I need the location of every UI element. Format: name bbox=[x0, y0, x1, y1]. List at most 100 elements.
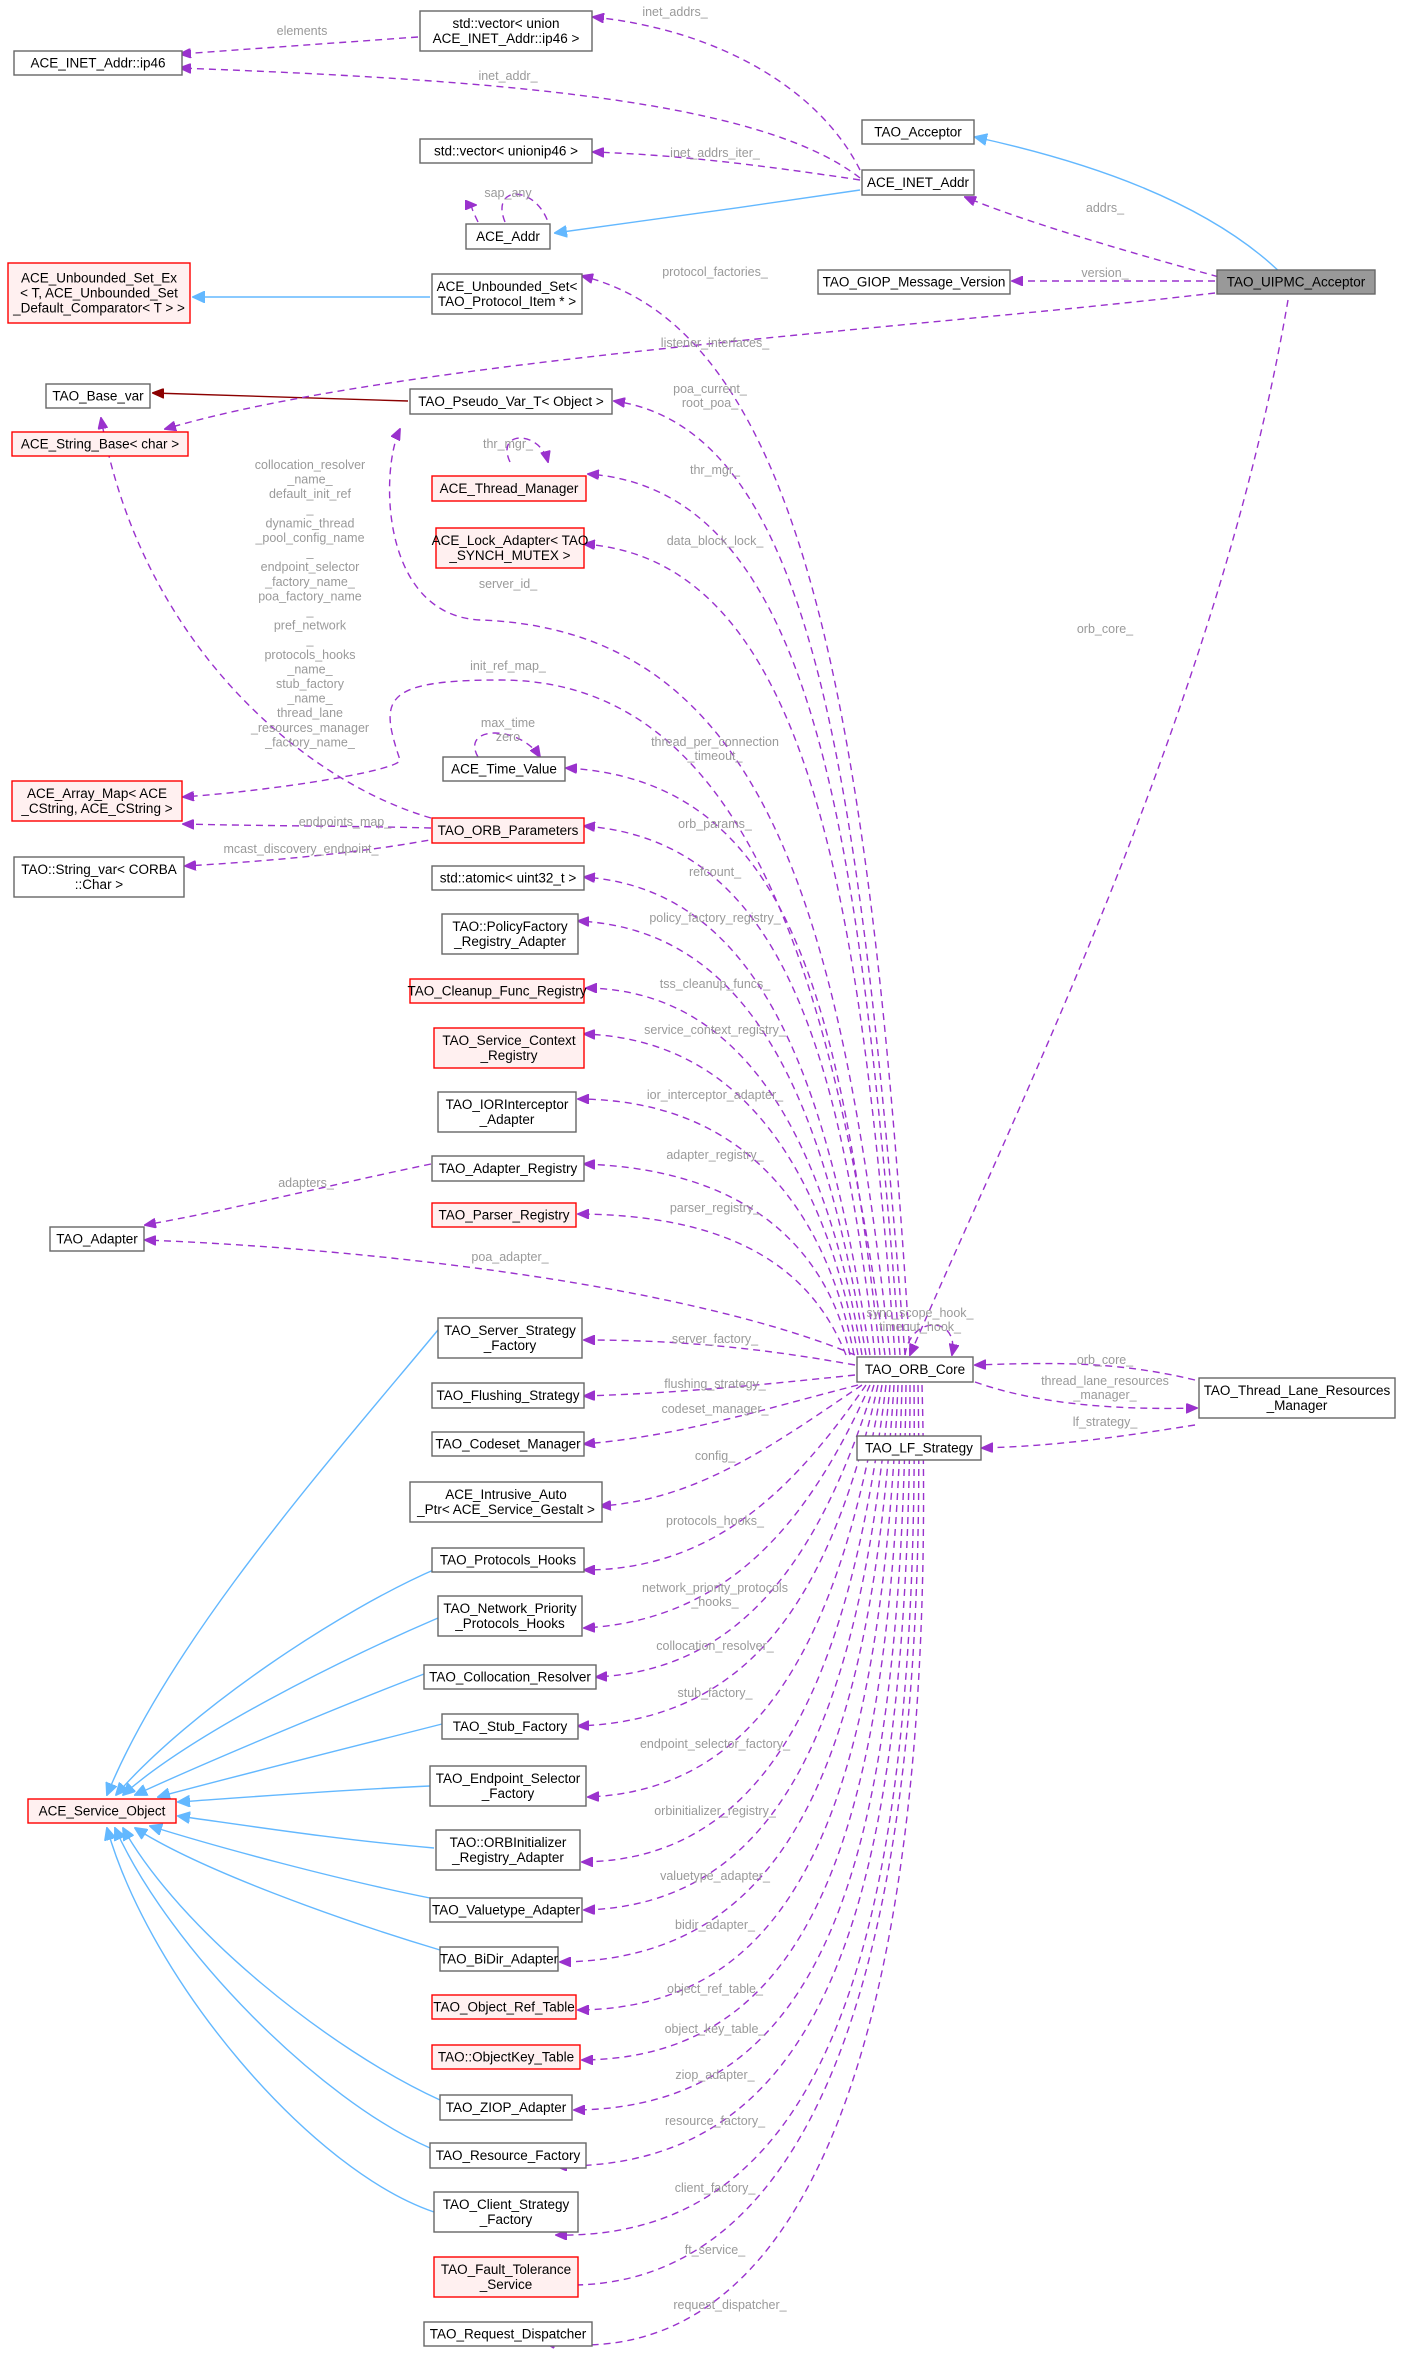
edge-label-ior-interceptor-adapter: ior_interceptor_adapter_ bbox=[647, 1088, 784, 1102]
class-node-tao-network-priority-protocols-hooks[interactable]: TAO_Network_Priority_Protocols_Hooks bbox=[437, 1595, 583, 1637]
edge-label-string-base-list: _factory_name_ bbox=[264, 735, 356, 749]
class-node-ace-array-map[interactable]: ACE_Array_Map< ACE_CString, ACE_CString … bbox=[11, 780, 183, 822]
node-label: TAO_Endpoint_Selector bbox=[436, 1771, 581, 1786]
edge-label-hooks-self: sync_scope_hook_ bbox=[866, 1306, 974, 1320]
class-node-ace-time-value[interactable]: ACE_Time_Value bbox=[442, 756, 566, 782]
node-label: ACE_INET_Addr bbox=[867, 175, 970, 190]
edge-orb-core-to-cleanup-func bbox=[586, 988, 863, 1356]
class-node-tao-object-ref-table[interactable]: TAO_Object_Ref_Table bbox=[431, 1994, 577, 2020]
class-node-std-atomic[interactable]: std::atomic< uint32_t > bbox=[431, 865, 585, 891]
class-node-tao-service-context-registry[interactable]: TAO_Service_Context_Registry bbox=[433, 1027, 585, 1069]
class-node-tao-collocation-resolver[interactable]: TAO_Collocation_Resolver bbox=[423, 1664, 597, 1690]
class-node-objectkey-table[interactable]: TAO::ObjectKey_Table bbox=[431, 2044, 581, 2070]
node-box bbox=[431, 817, 585, 844]
node-box bbox=[442, 756, 566, 782]
edge-labels-layer: inet_addrs_elementsinet_addr_inet_addrs_… bbox=[224, 5, 1169, 2312]
edge-label-string-base-list: thread_lane bbox=[277, 706, 343, 720]
class-node-tao-acceptor[interactable]: TAO_Acceptor bbox=[861, 119, 975, 145]
class-node-ace-lock-adapter[interactable]: ACE_Lock_Adapter< TAO_SYNCH_MUTEX > bbox=[432, 527, 589, 569]
class-node-tao-adapter-registry[interactable]: TAO_Adapter_Registry bbox=[431, 1155, 585, 1182]
class-node-tao-fault-tolerance-service[interactable]: TAO_Fault_Tolerance_Service bbox=[433, 2256, 579, 2298]
node-box bbox=[1216, 269, 1376, 295]
class-node-tao-stub-factory[interactable]: TAO_Stub_Factory bbox=[441, 1713, 579, 1740]
edge-orb-core-to-collocation-resolver bbox=[596, 1384, 875, 1677]
class-node-tao-pseudo-var-t[interactable]: TAO_Pseudo_Var_T< Object > bbox=[409, 388, 613, 415]
edge-orb-core-to-parser-registry bbox=[578, 1214, 847, 1356]
class-node-tao-orb-parameters[interactable]: TAO_ORB_Parameters bbox=[431, 817, 585, 844]
node-box bbox=[433, 2256, 579, 2298]
edge-label-string-base-list: _name_ bbox=[286, 662, 333, 676]
class-node-tao-adapter[interactable]: TAO_Adapter bbox=[49, 1226, 145, 1252]
class-node-tao-orb-core[interactable]: TAO_ORB_Core bbox=[856, 1356, 974, 1383]
edge-inet-addr-to-vector-union-ip46 bbox=[593, 17, 861, 171]
edge-label-stub-factory: stub_factory_ bbox=[677, 1686, 753, 1700]
edge-label-string-base-list: protocols_hooks bbox=[264, 648, 355, 662]
edge-label-elements: elements bbox=[277, 24, 328, 38]
node-label: TAO_Base_var bbox=[52, 389, 144, 404]
edge-label-ft-service: ft_service_ bbox=[685, 2243, 746, 2257]
edge-label-max-time: zero bbox=[496, 730, 520, 744]
class-node-tao-iorinterceptor-adapter[interactable]: TAO_IORInterceptor_Adapter bbox=[437, 1091, 577, 1133]
class-node-tao-thread-lane-resources-manager[interactable]: TAO_Thread_Lane_Resources_Manager bbox=[1198, 1377, 1396, 1419]
edge-label-string-base-list: _ bbox=[306, 604, 315, 618]
class-node-tao-server-strategy-factory[interactable]: TAO_Server_Strategy_Factory bbox=[437, 1317, 583, 1359]
node-box bbox=[419, 10, 593, 52]
node-label: TAO_Acceptor bbox=[874, 125, 962, 140]
edge-label-server-factory: server_factory_ bbox=[672, 1332, 759, 1346]
class-node-tao-parser-registry[interactable]: TAO_Parser_Registry bbox=[431, 1202, 577, 1228]
class-node-tao-lf-strategy[interactable]: TAO_LF_Strategy bbox=[856, 1435, 982, 1461]
class-node-tao-bidir-adapter[interactable]: TAO_BiDir_Adapter bbox=[439, 1946, 559, 1972]
node-label: _Registry_Adapter bbox=[453, 934, 566, 949]
class-node-tao-protocols-hooks[interactable]: TAO_Protocols_Hooks bbox=[431, 1547, 585, 1573]
class-node-ace-addr[interactable]: ACE_Addr bbox=[465, 223, 551, 250]
class-node-ace-unbounded-set-ex[interactable]: ACE_Unbounded_Set_Ex< T, ACE_Unbounded_S… bbox=[7, 262, 191, 324]
node-label: TAO::ObjectKey_Table bbox=[438, 2050, 574, 2065]
class-node-tao-resource-factory[interactable]: TAO_Resource_Factory bbox=[429, 2142, 587, 2169]
edge-uipmc-acceptor-to-string-base bbox=[165, 292, 1216, 429]
class-node-tao-valuetype-adapter[interactable]: TAO_Valuetype_Adapter bbox=[429, 1897, 583, 1923]
node-label: ACE_Addr bbox=[476, 229, 540, 244]
class-node-tao-base-var[interactable]: TAO_Base_var bbox=[45, 383, 151, 409]
node-label: TAO_Thread_Lane_Resources bbox=[1204, 1383, 1391, 1398]
class-node-ace-inet-addr[interactable]: ACE_INET_Addr bbox=[861, 169, 975, 196]
class-node-tao-cleanup-func-registry[interactable]: TAO_Cleanup_Func_Registry bbox=[407, 978, 587, 1004]
edge-resource-factory-inherits-service-object bbox=[115, 1828, 431, 2149]
class-node-tao-client-strategy-factory[interactable]: TAO_Client_Strategy_Factory bbox=[433, 2191, 579, 2233]
class-node-ace-intrusive-auto-ptr[interactable]: ACE_Intrusive_Auto_Ptr< ACE_Service_Gest… bbox=[409, 1481, 603, 1523]
edge-orb-params-to-array-map bbox=[183, 824, 432, 828]
class-node-ace-unbounded-set[interactable]: ACE_Unbounded_Set<TAO_Protocol_Item * > bbox=[431, 273, 583, 315]
edge-orb-core-to-time-value bbox=[566, 768, 881, 1356]
class-node-tao-ziop-adapter[interactable]: TAO_ZIOP_Adapter bbox=[439, 2094, 573, 2121]
edge-orb-core-to-pseudo-var bbox=[614, 401, 906, 1356]
node-box bbox=[439, 2094, 573, 2121]
edge-label-orbinitializer-registry: orbinitializer_registry_ bbox=[654, 1804, 777, 1818]
class-node-vector-unionip46[interactable]: std::vector< unionip46 > bbox=[419, 138, 593, 164]
edge-orb-core-to-server-strategy bbox=[584, 1340, 856, 1366]
node-box bbox=[856, 1435, 982, 1461]
class-node-tao-flushing-strategy[interactable]: TAO_Flushing_Strategy bbox=[431, 1382, 585, 1409]
class-node-ace-service-object[interactable]: ACE_Service_Object bbox=[27, 1798, 177, 1824]
class-node-tao-giop-message-version[interactable]: TAO_GIOP_Message_Version bbox=[817, 269, 1011, 295]
edge-protocols-hooks-inherits-service-object bbox=[116, 1567, 439, 1795]
edge-label-thread-per-connection: _timeout_ bbox=[687, 749, 744, 763]
class-node-ace-string-base[interactable]: ACE_String_Base< char > bbox=[11, 431, 189, 457]
node-box bbox=[861, 119, 975, 145]
node-box bbox=[13, 856, 185, 898]
node-label: TAO_Valuetype_Adapter bbox=[432, 1903, 581, 1918]
class-node-ace-inet-addr-ip46[interactable]: ACE_INET_Addr::ip46 bbox=[13, 50, 183, 76]
class-node-tao-uipmc-acceptor[interactable]: TAO_UIPMC_Acceptor bbox=[1216, 269, 1376, 295]
edge-label-tss-cleanup-funcs: tss_cleanup_funcs_ bbox=[660, 977, 772, 991]
class-node-tao-endpoint-selector-factory[interactable]: TAO_Endpoint_Selector_Factory bbox=[429, 1765, 587, 1807]
class-node-tao-request-dispatcher[interactable]: TAO_Request_Dispatcher bbox=[423, 2321, 593, 2347]
node-label: ACE_String_Base< char > bbox=[21, 437, 179, 452]
class-node-policy-factory-registry-adapter[interactable]: TAO::PolicyFactory_Registry_Adapter bbox=[441, 913, 579, 955]
class-node-ace-thread-manager[interactable]: ACE_Thread_Manager bbox=[431, 475, 587, 502]
edge-label-string-base-list: poa_factory_name bbox=[258, 589, 362, 603]
class-node-tao-codeset-manager[interactable]: TAO_Codeset_Manager bbox=[431, 1431, 585, 1457]
node-box bbox=[817, 269, 1011, 295]
edge-label-config: config_ bbox=[695, 1449, 736, 1463]
class-node-orbinitializer-registry-adapter[interactable]: TAO::ORBInitializer_Registry_Adapter bbox=[435, 1829, 581, 1871]
node-box bbox=[45, 383, 151, 409]
class-node-tao-string-var[interactable]: TAO::String_var< CORBA::Char > bbox=[13, 856, 185, 898]
